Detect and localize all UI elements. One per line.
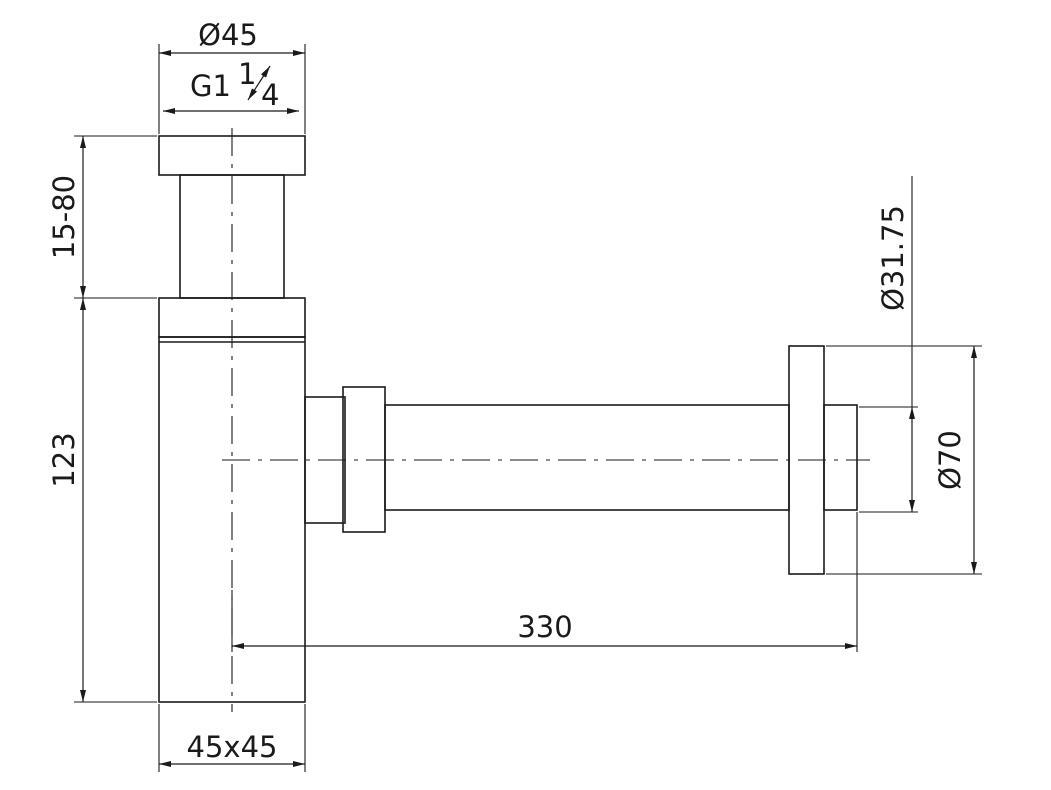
fraction-slash xyxy=(247,65,271,101)
label-body-height: 123 xyxy=(47,432,81,487)
label-thread: G1 1 4 xyxy=(190,57,279,112)
siphon-parts xyxy=(158,135,858,703)
outlet-pipe xyxy=(384,404,790,511)
label-top-diameter: Ø45 xyxy=(198,18,258,52)
label-pipe-diameter: Ø31.75 xyxy=(876,205,910,311)
wall-pipe-end xyxy=(823,404,858,511)
label-body-section: 45x45 xyxy=(187,730,278,764)
label-thread-prefix: G1 xyxy=(190,69,231,103)
dimension-labels: Ø45 G1 1 4 15-80 123 45x45 330 Ø31.75 Ø7… xyxy=(47,18,967,764)
label-thread-denominator: 4 xyxy=(261,78,279,112)
label-rosette-diameter: Ø70 xyxy=(933,430,967,490)
dimension-lines xyxy=(80,50,977,767)
extension-lines xyxy=(74,44,982,772)
label-thread-numerator: 1 xyxy=(238,57,256,91)
label-outlet-length: 330 xyxy=(517,610,572,644)
label-adjust-height: 15-80 xyxy=(47,175,81,259)
